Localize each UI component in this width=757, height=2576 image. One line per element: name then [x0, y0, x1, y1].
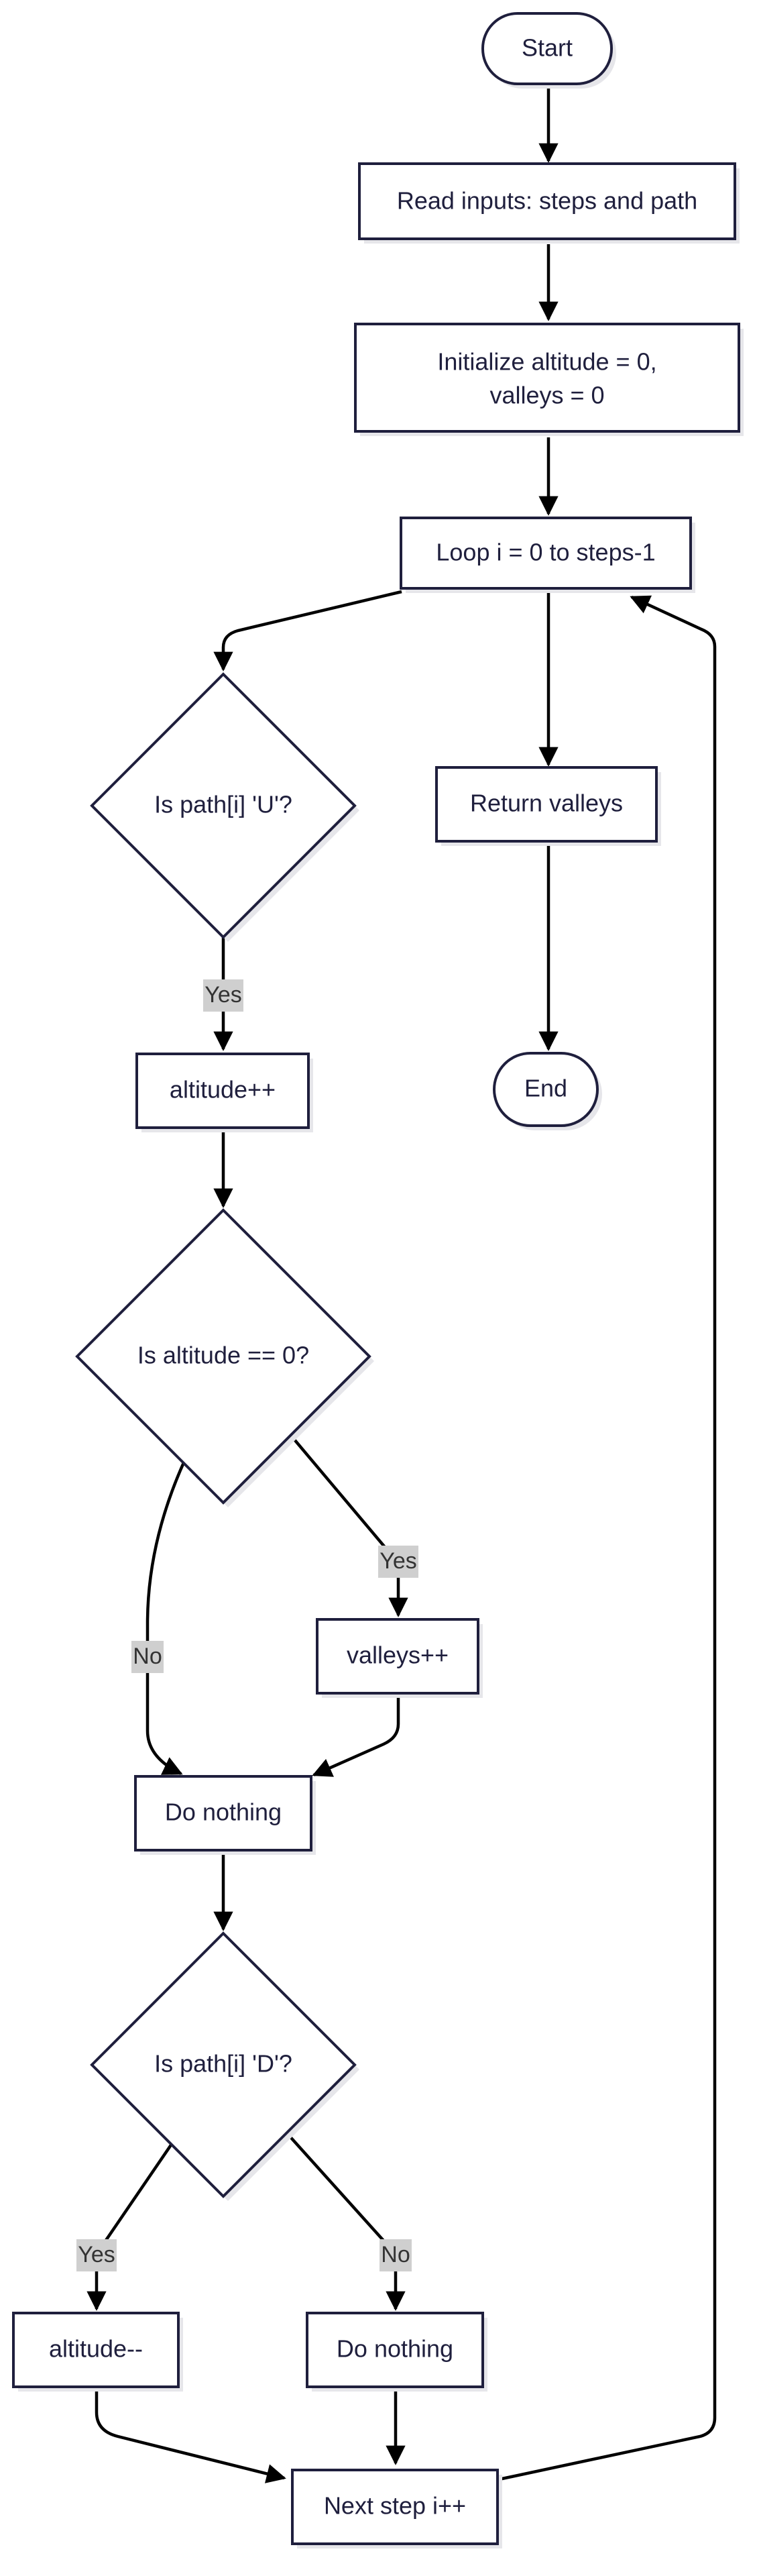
edge-is-down-yes — [86, 2143, 173, 2311]
edge-is-down-no — [286, 2132, 406, 2311]
edge-label-down-yes: Yes — [76, 2239, 117, 2271]
next-step-node: Next step i++ — [291, 2469, 502, 2548]
is-down-label: Is path[i] 'D'? — [154, 2050, 292, 2078]
is-zero-label: Is altitude == 0? — [137, 1342, 309, 1369]
edge-label-down-no: No — [380, 2239, 412, 2271]
read-inputs-node: Read inputs: steps and path — [358, 162, 740, 244]
initialize-node: Initialize altitude = 0, valleys = 0 — [354, 323, 744, 436]
return-valleys-label: Return valleys — [470, 790, 623, 817]
initialize-label-line1: Initialize altitude = 0, — [437, 348, 656, 376]
edge-label-zero-no: No — [131, 1641, 164, 1673]
edge-label-up-yes: Yes — [203, 979, 243, 1012]
is-down-decision: Is path[i] 'D'? — [90, 1931, 359, 2201]
do-nothing-node-2: Do nothing — [306, 2312, 487, 2392]
altitude-decrement-node: altitude-- — [12, 2312, 183, 2392]
loop-node: Loop i = 0 to steps-1 — [400, 517, 695, 593]
edge-is-zero-yes — [290, 1434, 408, 1617]
return-valleys-node: Return valleys — [435, 766, 661, 846]
is-zero-decision: Is altitude == 0? — [75, 1208, 374, 1507]
edge-label-zero-yes-text: Yes — [380, 1548, 416, 1574]
end-label: End — [524, 1075, 567, 1102]
is-up-decision: Is path[i] 'U'? — [90, 672, 359, 942]
do-nothing-1-label: Do nothing — [165, 1799, 282, 1826]
do-nothing-node-1: Do nothing — [134, 1775, 316, 1855]
loop-label: Loop i = 0 to steps-1 — [436, 539, 655, 566]
edge-label-up-yes-text: Yes — [205, 982, 241, 1008]
do-nothing-2-label: Do nothing — [337, 2335, 453, 2363]
altitude-decrement-label: altitude-- — [49, 2335, 143, 2363]
next-step-label: Next step i++ — [324, 2492, 466, 2520]
edge-label-down-no-text: No — [381, 2242, 410, 2267]
is-up-label: Is path[i] 'U'? — [154, 791, 292, 818]
end-node: End — [493, 1052, 602, 1130]
initialize-label-line2: valleys = 0 — [489, 382, 604, 409]
valleys-increment-node: valleys++ — [316, 1618, 483, 1698]
valleys-increment-label: valleys++ — [347, 1642, 449, 1669]
start-node: Start — [481, 12, 616, 89]
edge-is-zero-no — [145, 1460, 186, 1776]
edge-label-down-yes-text: Yes — [78, 2242, 115, 2267]
edge-loop-to-is-up — [213, 590, 402, 672]
altitude-increment-node: altitude++ — [135, 1053, 313, 1132]
edge-valleys-to-do-nothing — [312, 1695, 400, 1777]
read-inputs-label: Read inputs: steps and path — [397, 187, 697, 215]
edge-label-zero-no-text: No — [133, 1644, 162, 1669]
edge-next-to-loop — [498, 595, 717, 2481]
edge-altitude-dec-to-next — [95, 2388, 286, 2483]
altitude-increment-label: altitude++ — [170, 1076, 276, 1104]
edge-label-zero-yes: Yes — [378, 1546, 418, 1578]
start-label: Start — [522, 34, 573, 62]
